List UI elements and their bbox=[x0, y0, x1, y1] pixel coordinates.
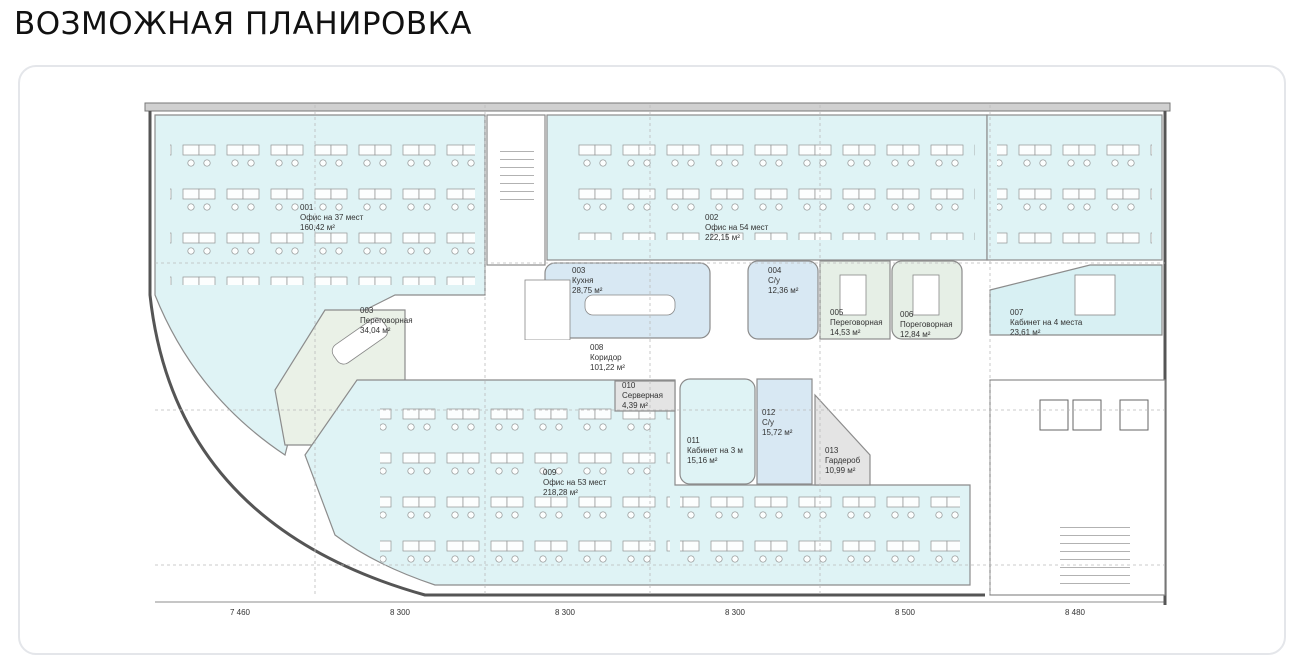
svg-text:Офис на 37 мест: Офис на 37 мест bbox=[300, 213, 364, 222]
svg-text:23,61 м²: 23,61 м² bbox=[1010, 328, 1041, 337]
svg-text:Кабинет на 3 м: Кабинет на 3 м bbox=[687, 446, 743, 455]
stair-flight-right bbox=[1060, 525, 1130, 590]
svg-text:012: 012 bbox=[762, 408, 776, 417]
svg-text:8 480: 8 480 bbox=[1065, 608, 1086, 617]
svg-text:010: 010 bbox=[622, 381, 636, 390]
room-012-wc bbox=[756, 378, 813, 485]
svg-text:15,16 м²: 15,16 м² bbox=[687, 456, 718, 465]
svg-text:7 460: 7 460 bbox=[230, 608, 251, 617]
svg-text:002: 002 bbox=[705, 213, 719, 222]
svg-text:15,72 м²: 15,72 м² bbox=[762, 428, 793, 437]
room-label-003-kitchen: 003 Кухня 28,75 м² bbox=[572, 266, 603, 295]
svg-text:С/у: С/у bbox=[762, 418, 774, 427]
svg-text:001: 001 bbox=[300, 203, 314, 212]
svg-text:28,75 м²: 28,75 м² bbox=[572, 286, 603, 295]
room-top-right-furniture bbox=[997, 125, 1152, 245]
room-label-006: 006 Пореговорная 12,84 м² bbox=[900, 310, 953, 339]
svg-text:8 500: 8 500 bbox=[895, 608, 916, 617]
kitchen-counter bbox=[524, 279, 571, 341]
room-005-table bbox=[839, 274, 867, 316]
svg-text:8 300: 8 300 bbox=[725, 608, 746, 617]
svg-text:Офис на 53 мест: Офис на 53 мест bbox=[543, 478, 607, 487]
svg-text:Кухня: Кухня bbox=[572, 276, 593, 285]
room-label-008: 008 Коридор 101,22 м² bbox=[590, 343, 625, 372]
svg-text:10,99 м²: 10,99 м² bbox=[825, 466, 856, 475]
room-009-furniture bbox=[380, 395, 670, 575]
svg-text:222,15 м²: 222,15 м² bbox=[705, 233, 740, 242]
meeting-table bbox=[331, 317, 389, 365]
stair-flight-top bbox=[500, 145, 534, 205]
room-001-furniture bbox=[170, 125, 475, 285]
grid-lines bbox=[155, 105, 1165, 595]
lift-2 bbox=[1072, 399, 1102, 431]
svg-text:008: 008 bbox=[590, 343, 604, 352]
svg-text:Переговорная: Переговорная bbox=[830, 318, 883, 327]
room-label-005: 005 Переговорная 14,53 м² bbox=[830, 308, 883, 337]
room-label-003-meeting: 003 Переговорная 34,04 м² bbox=[360, 306, 413, 335]
svg-text:Переговорная: Переговорная bbox=[360, 316, 413, 325]
room-label-002: 002 Офис на 54 мест 222,15 м² bbox=[705, 213, 769, 242]
svg-text:Коридор: Коридор bbox=[590, 353, 622, 362]
room-010-server bbox=[614, 380, 676, 412]
room-label-004: 004 С/у 12,36 м² bbox=[768, 266, 799, 295]
room-label-011: 011 Кабинет на 3 м 15,16 м² bbox=[687, 436, 743, 465]
svg-text:12,36 м²: 12,36 м² bbox=[768, 286, 799, 295]
svg-text:160,42 м²: 160,42 м² bbox=[300, 223, 335, 232]
svg-text:Серверная: Серверная bbox=[622, 391, 663, 400]
page-title: ВОЗМОЖНАЯ ПЛАНИРОВКА bbox=[14, 6, 472, 42]
room-label-001: 001 Офис на 37 мест 160,42 м² bbox=[300, 203, 364, 232]
svg-text:Офис на 54 мест: Офис на 54 мест bbox=[705, 223, 769, 232]
svg-text:4,39 м²: 4,39 м² bbox=[622, 401, 648, 410]
svg-text:218,28 м²: 218,28 м² bbox=[543, 488, 578, 497]
kitchen-table bbox=[584, 294, 676, 316]
svg-text:34,04 м²: 34,04 м² bbox=[360, 326, 391, 335]
top-wall bbox=[144, 102, 1171, 112]
floor-plan[interactable]: 001 Офис на 37 мест 160,42 м² 002 Офис н… bbox=[135, 95, 1175, 635]
svg-text:С/у: С/у bbox=[768, 276, 780, 285]
svg-text:007: 007 bbox=[1010, 308, 1024, 317]
svg-text:12,84 м²: 12,84 м² bbox=[900, 330, 931, 339]
room-label-009: 009 Офис на 53 мест 218,28 м² bbox=[543, 468, 607, 497]
outer-wall bbox=[148, 111, 985, 597]
room-label-013: 013 Гардероб 10,99 м² bbox=[825, 446, 861, 475]
room-006-table bbox=[912, 274, 940, 316]
room-013-wardrobe bbox=[814, 393, 871, 486]
svg-text:8 300: 8 300 bbox=[390, 608, 411, 617]
svg-text:006: 006 bbox=[900, 310, 914, 319]
svg-text:Пореговорная: Пореговорная bbox=[900, 320, 953, 329]
room-label-012: 012 С/у 15,72 м² bbox=[762, 408, 793, 437]
svg-text:003: 003 bbox=[572, 266, 586, 275]
room-label-007: 007 Кабинет на 4 места 23,61 м² bbox=[1010, 308, 1083, 337]
room-004-wc bbox=[747, 260, 819, 340]
svg-text:8 300: 8 300 bbox=[555, 608, 576, 617]
room-002-furniture bbox=[570, 125, 975, 240]
room-label-010: 010 Серверная 4,39 м² bbox=[622, 381, 663, 410]
room-011-office bbox=[679, 378, 756, 485]
svg-text:004: 004 bbox=[768, 266, 782, 275]
svg-text:003: 003 bbox=[360, 306, 374, 315]
room-007-desk bbox=[1074, 274, 1116, 316]
svg-text:013: 013 bbox=[825, 446, 839, 455]
lift-1 bbox=[1039, 399, 1069, 431]
lift-3 bbox=[1119, 399, 1149, 431]
svg-text:005: 005 bbox=[830, 308, 844, 317]
dimension-labels: 7 460 8 300 8 300 8 300 8 500 8 480 bbox=[230, 608, 1086, 617]
svg-text:Гардероб: Гардероб bbox=[825, 456, 861, 465]
room-008-corridor bbox=[410, 340, 990, 375]
svg-text:101,22 м²: 101,22 м² bbox=[590, 363, 625, 372]
svg-text:011: 011 bbox=[687, 436, 700, 445]
svg-text:009: 009 bbox=[543, 468, 557, 477]
svg-text:Кабинет на 4 места: Кабинет на 4 места bbox=[1010, 318, 1083, 327]
svg-text:14,53 м²: 14,53 м² bbox=[830, 328, 861, 337]
